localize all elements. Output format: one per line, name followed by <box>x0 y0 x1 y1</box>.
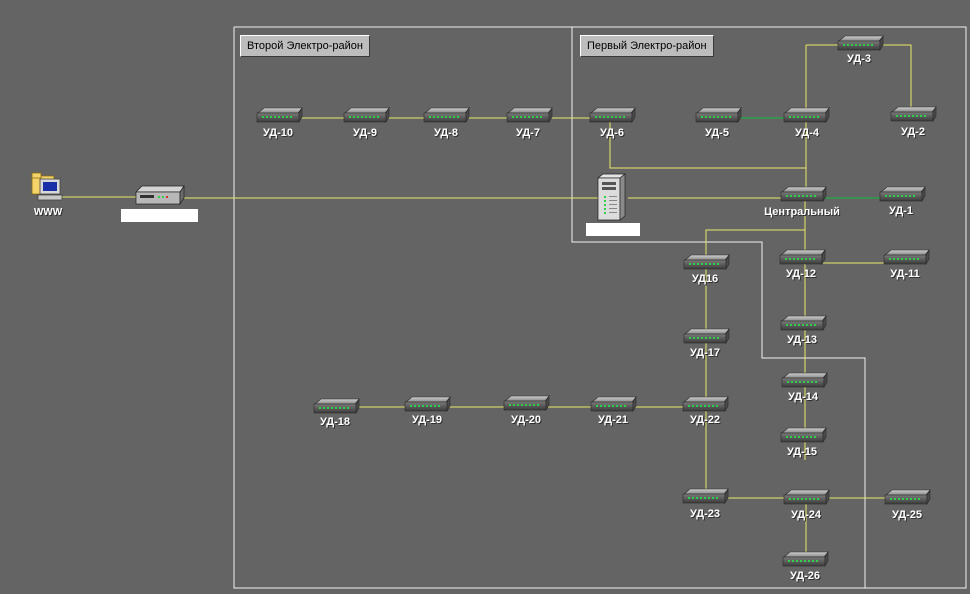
region-second-label[interactable]: Второй Электро-район <box>240 35 370 57</box>
region-second-outline <box>233 26 967 589</box>
node-label-ud10: УД-10 <box>262 127 294 139</box>
switch-icon-ud6[interactable] <box>589 107 636 123</box>
switch-icon-ud26[interactable] <box>782 551 829 567</box>
node-label-ud22: УД-22 <box>689 414 721 426</box>
node-label-ud11: УД-11 <box>890 268 920 280</box>
switch-icon-ud8[interactable] <box>423 107 470 123</box>
node-label-ud13: УД-13 <box>786 334 818 346</box>
switch-icon-ud10[interactable] <box>256 107 303 123</box>
switch-icon-ud12[interactable] <box>779 249 826 265</box>
switch-icon-ud16[interactable] <box>683 254 730 270</box>
switch-icon-ud2[interactable] <box>890 106 937 122</box>
switch-icon-ud15[interactable] <box>780 427 827 443</box>
switch-icon-ud25[interactable] <box>884 489 931 505</box>
node-label-ud8: УД-8 <box>434 127 458 139</box>
node-label-central: Центральный <box>764 206 840 218</box>
switch-icon-ud23[interactable] <box>682 488 729 504</box>
node-label-ud25: УД-25 <box>891 509 923 521</box>
switch-icon-ud22[interactable] <box>682 396 729 412</box>
switch-icon-ud1[interactable] <box>879 186 926 202</box>
modem-icon[interactable] <box>135 184 185 206</box>
node-label-ud1: УД-1 <box>889 205 913 217</box>
node-label-ud9: УД-9 <box>353 127 377 139</box>
switch-icon-ud19[interactable] <box>404 396 451 412</box>
node-label-ud15: УД-15 <box>786 446 818 458</box>
switch-icon-ud9[interactable] <box>343 107 390 123</box>
node-label-ud12: УД-12 <box>785 268 817 280</box>
switch-icon-ud3[interactable] <box>837 35 884 51</box>
node-label-ud21: УД-21 <box>597 414 629 426</box>
switch-icon-ud5[interactable] <box>695 107 742 123</box>
node-label-ud24: УД-24 <box>790 509 822 521</box>
region-first-label[interactable]: Первый Электро-район <box>580 35 714 57</box>
switch-icon-ud11[interactable] <box>883 249 930 265</box>
node-label-ud19: УД-19 <box>411 414 443 426</box>
node-label-ud3: УД-3 <box>847 53 871 65</box>
node-label-ud23: УД-23 <box>689 508 721 520</box>
node-label-ud14: УД-14 <box>787 391 819 403</box>
node-label-ud17: УД-17 <box>689 347 721 359</box>
node-label-ud4: УД-4 <box>795 127 819 139</box>
switch-icon-ud7[interactable] <box>506 107 553 123</box>
node-label-ud16: УД16 <box>691 273 719 285</box>
node-label-ud20: УД-20 <box>510 414 542 426</box>
switch-icon-ud17[interactable] <box>683 328 730 344</box>
switch-icon-ud24[interactable] <box>783 489 830 505</box>
switch-icon-ud20[interactable] <box>503 395 550 411</box>
node-label-ud7: УД-7 <box>516 127 540 139</box>
network-links <box>62 44 912 562</box>
switch-icon-ud18[interactable] <box>313 398 360 414</box>
www-label: WWW <box>33 207 63 218</box>
node-label-ud5: УД-5 <box>705 127 729 139</box>
node-label-ud18: УД-18 <box>319 416 351 428</box>
node-label-ud26: УД-26 <box>789 570 821 582</box>
switch-icon-ud21[interactable] <box>590 396 637 412</box>
switch-icon-central[interactable] <box>780 186 827 202</box>
switch-icon-ud14[interactable] <box>781 372 828 388</box>
server-tower-icon[interactable] <box>597 173 626 221</box>
node-label-ud6: УД-6 <box>600 127 624 139</box>
computer-folder-icon[interactable] <box>31 172 63 201</box>
switch-icon-ud4[interactable] <box>783 107 830 123</box>
switch-icon-ud13[interactable] <box>780 315 827 331</box>
node-label-ud2: УД-2 <box>901 126 925 138</box>
gateway-label <box>121 209 198 222</box>
region-first-outline <box>571 27 866 588</box>
server-label <box>586 223 640 236</box>
